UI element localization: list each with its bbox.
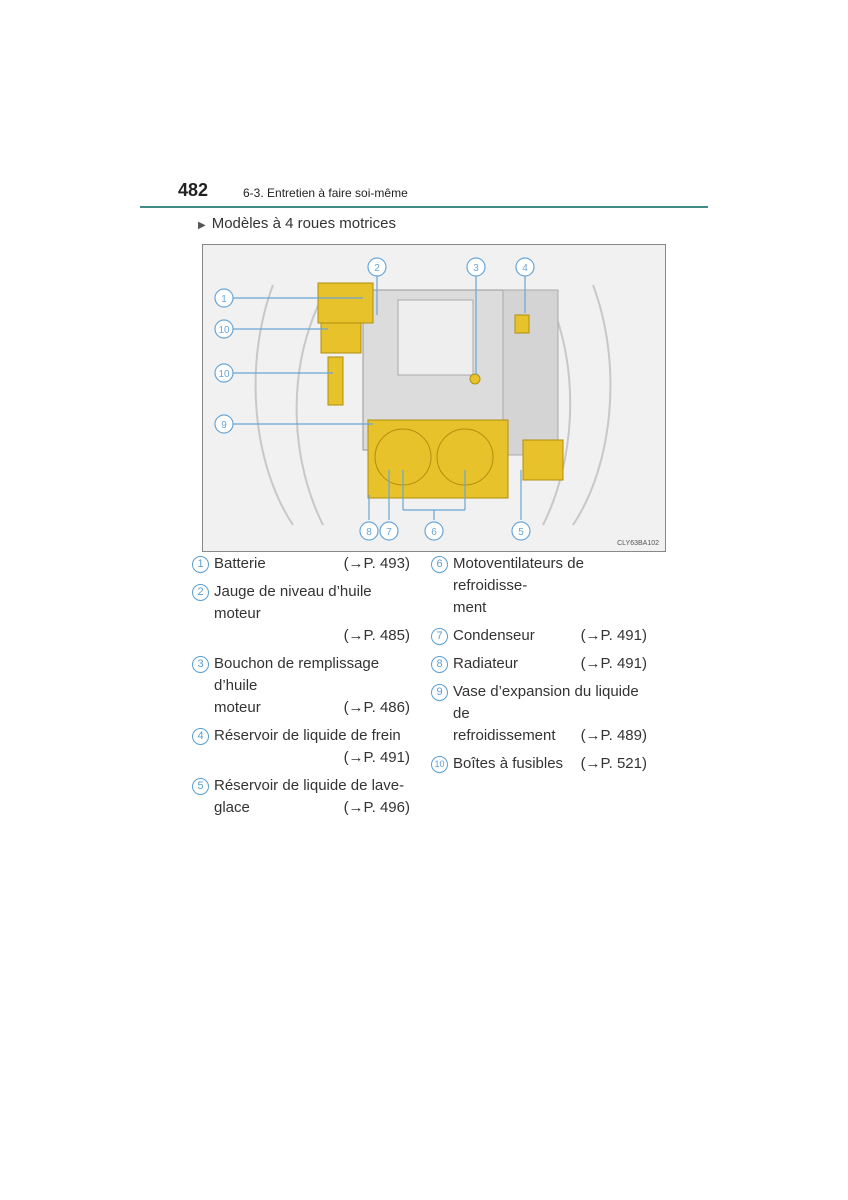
- legend-item-2: 2 Jauge de niveau d’huile moteur (→P. 485): [192, 581, 410, 647]
- legend-item-7: 7 Condenseur (→P. 491): [431, 625, 647, 647]
- page-ref: (→P. 496): [343, 799, 410, 816]
- number-badge: 6: [431, 556, 448, 573]
- legend-item-10: 10 Boîtes à fusibles (→P. 521): [431, 753, 647, 775]
- page-ref: (→P. 521): [580, 755, 647, 772]
- legend-item-1: 1 Batterie (→P. 493): [192, 553, 410, 575]
- item-label: Batterie: [214, 555, 266, 572]
- triangle-bullet-icon: ▶: [198, 220, 206, 231]
- callout-4: 4: [522, 263, 528, 274]
- page-ref: (→P. 489): [580, 727, 647, 744]
- callout-10b: 10: [218, 369, 230, 380]
- item-label-cont: refroidissement: [453, 727, 556, 744]
- callout-8: 8: [366, 527, 372, 538]
- item-label-cont: moteur: [214, 699, 261, 716]
- legend-item-6: 6 Motoventilateurs de refroidisse-ment: [431, 553, 647, 619]
- header-divider: [140, 206, 708, 208]
- number-badge: 7: [431, 628, 448, 645]
- engine-diagram: 1 10 10 9 2 3 4 8 7 6 5: [214, 257, 612, 541]
- page-number: 482: [178, 180, 209, 200]
- item-label: Jauge de niveau d’huile moteur: [214, 583, 372, 622]
- page-ref: (→P. 485): [343, 627, 410, 644]
- page-ref: (→P. 493): [343, 555, 410, 572]
- page-ref: (→P. 491): [580, 627, 647, 644]
- number-badge: 2: [192, 584, 209, 601]
- item-label-cont: ment: [453, 599, 487, 616]
- legend-left: 1 Batterie (→P. 493) 2 Jauge de niveau d’hu…: [192, 553, 410, 825]
- page-ref: (→P. 491): [580, 655, 647, 672]
- callout-9: 9: [221, 420, 227, 431]
- legend-item-3: 3 Bouchon de remplissage d’huile moteur (→P…: [192, 653, 410, 719]
- callout-6: 6: [431, 527, 437, 538]
- page-ref: (→P. 486): [343, 699, 410, 716]
- item-label-cont: glace: [214, 799, 250, 816]
- item-label: Bouchon de remplissage d’huile: [214, 655, 380, 694]
- callout-5: 5: [518, 527, 524, 538]
- number-badge: 10: [431, 756, 448, 773]
- figure-code: CLY63BA102: [617, 540, 659, 547]
- item-label: Réservoir de liquide de lave-: [214, 777, 405, 794]
- item-label: Radiateur: [453, 655, 519, 672]
- item-label: Vase d’expansion du liquide de: [453, 683, 639, 722]
- number-badge: 5: [192, 778, 209, 795]
- callout-2: 2: [374, 263, 380, 274]
- number-badge: 3: [192, 656, 209, 673]
- number-badge: 9: [431, 684, 448, 701]
- callout-1: 1: [221, 294, 227, 305]
- legend-item-4: 4 Réservoir de liquide de frein (→P. 491): [192, 725, 410, 769]
- engine-compartment-illustration: 1 10 10 9 2 3 4 8 7 6 5 CLY63BA102: [202, 244, 666, 552]
- legend-item-5: 5 Réservoir de liquide de lave-glace (→P. …: [192, 775, 410, 819]
- item-label: Condenseur: [453, 627, 535, 644]
- legend-item-8: 8 Radiateur (→P. 491): [431, 653, 647, 675]
- item-label: Boîtes à fusibles: [453, 755, 564, 772]
- callout-10a: 10: [218, 325, 230, 336]
- item-label: Motoventilateurs de refroidisse-: [453, 555, 584, 594]
- callout-7: 7: [386, 527, 392, 538]
- callout-3: 3: [473, 263, 479, 274]
- item-label: Réservoir de liquide de frein: [214, 727, 401, 744]
- section-title: 6-3. Entretien à faire soi-même: [243, 186, 408, 200]
- subtitle: ▶ Modèles à 4 roues motrices: [198, 215, 396, 232]
- legend-item-9: 9 Vase d’expansion du liquide de refroidis…: [431, 681, 647, 747]
- number-badge: 4: [192, 728, 209, 745]
- subtitle-text: Modèles à 4 roues motrices: [211, 215, 396, 232]
- number-badge: 1: [192, 556, 209, 573]
- number-badge: 8: [431, 656, 448, 673]
- page-ref: (→P. 491): [343, 749, 410, 766]
